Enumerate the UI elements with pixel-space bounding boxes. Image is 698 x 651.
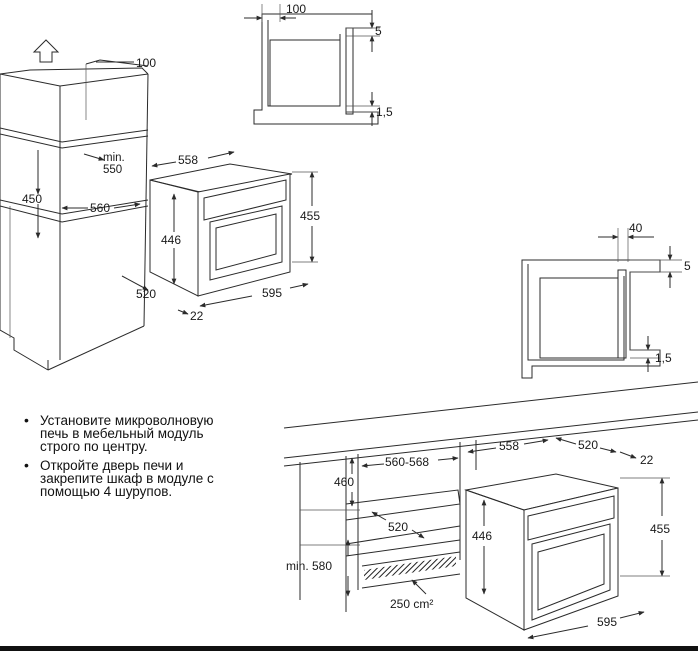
- top-section-detail: 100 5 1,5: [244, 2, 393, 126]
- dim-oven-side-depth: 520: [136, 287, 156, 301]
- dim-top-detail-width: 100: [286, 2, 306, 16]
- dim-right-detail-width: 40: [629, 221, 643, 235]
- dim-niche-height: 460: [334, 475, 354, 489]
- dim-oven-front-height: 446: [161, 233, 181, 247]
- cabinet-isometric: 100 min. 550 450 560: [0, 39, 156, 371]
- dim-right-detail-gap-top: 5: [684, 259, 691, 273]
- dim-niche-min-depth: min. 580: [286, 559, 332, 573]
- oven-isometric-top: 558 446 455 520 595 22: [121, 150, 320, 323]
- dim-bottom-oven-front-height: 446: [472, 529, 492, 543]
- dim-top-detail-gap-bottom: 1,5: [376, 105, 393, 119]
- dim-niche-width: 560-568: [385, 455, 429, 469]
- vent-slot: [364, 556, 456, 580]
- installation-instructions: Установите микроволновую печь в мебельны…: [22, 414, 242, 504]
- up-arrow-icon: [32, 39, 60, 63]
- dim-top-detail-gap-top: 5: [375, 24, 382, 38]
- dim-bottom-oven-offset: 22: [640, 453, 654, 467]
- dim-oven-door-offset: 22: [190, 309, 204, 323]
- dim-cabinet-min-depth: 550: [103, 164, 122, 176]
- dim-oven-top-depth: 558: [178, 153, 198, 167]
- dim-cabinet-min-label: min.: [103, 152, 125, 164]
- dim-bottom-oven-side: 520: [578, 438, 598, 452]
- bottom-bar: [0, 646, 698, 651]
- dim-bottom-oven-total-height: 455: [650, 522, 670, 536]
- dim-niche-depth: 520: [388, 520, 408, 534]
- instruction-item: Откройте дверь печи и закрепите шкаф в м…: [22, 459, 242, 499]
- dim-cabinet-height: 450: [22, 192, 42, 206]
- dim-right-detail-gap-bottom: 1,5: [655, 351, 672, 365]
- kitchen-niche-isometric: 560-568 460 520 min. 580 250 cm²: [283, 381, 698, 612]
- dim-bottom-oven-depth-top: 558: [499, 439, 519, 453]
- dim-cabinet-top-width: 100: [136, 56, 156, 70]
- dim-vent-area: 250 cm²: [390, 597, 433, 611]
- dim-cabinet-inner-width: 560: [90, 201, 110, 215]
- dim-bottom-oven-width: 595: [597, 615, 617, 629]
- dim-oven-front-width: 595: [262, 286, 282, 300]
- dim-oven-total-height: 455: [300, 209, 320, 223]
- instruction-item: Установите микроволновую печь в мебельны…: [22, 414, 242, 454]
- right-section-detail: 40 5 1,5: [521, 221, 691, 379]
- oven-isometric-bottom: 558 520 22 446 455 595: [464, 437, 670, 640]
